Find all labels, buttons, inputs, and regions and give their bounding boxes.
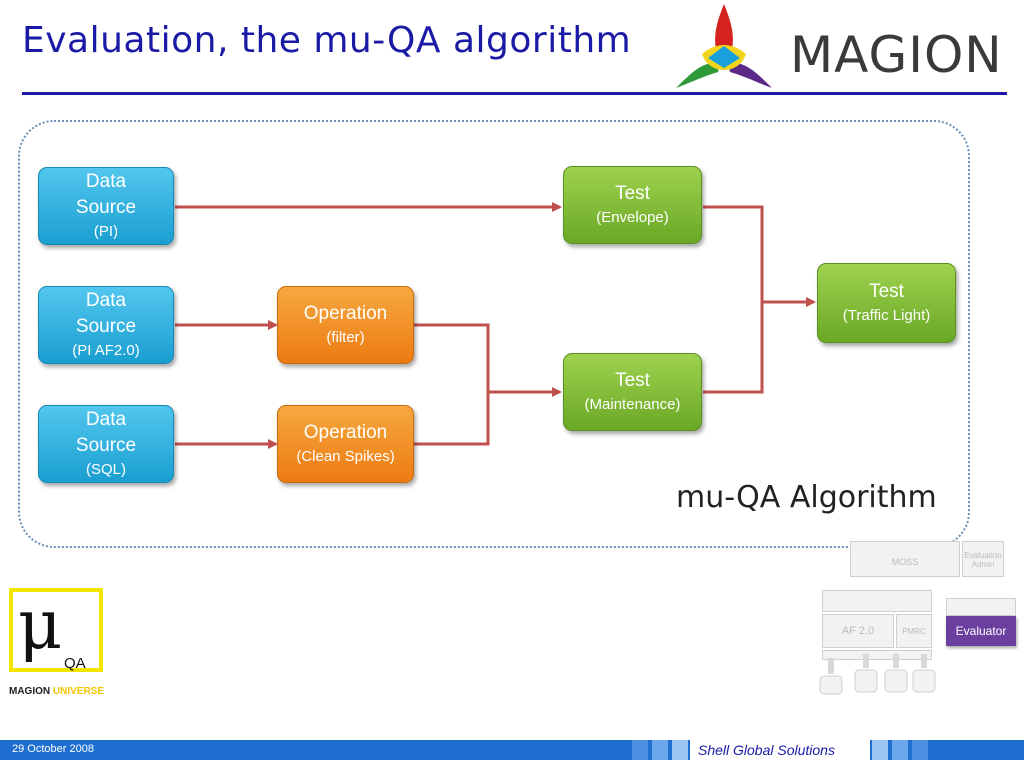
footer-square bbox=[892, 740, 908, 760]
mu-glyph: μ bbox=[18, 586, 63, 665]
test-traffic-light: Test (Traffic Light) bbox=[817, 263, 956, 343]
arch-connector-layer bbox=[822, 650, 932, 660]
footer-square bbox=[872, 740, 888, 760]
mu-qa-text: QA bbox=[64, 655, 86, 672]
arch-pmrc-layer: PMRC bbox=[896, 614, 932, 648]
footer-company-area bbox=[690, 740, 870, 760]
connector-envelope-traffic bbox=[703, 205, 816, 307]
page-title: Evaluation, the mu-QA algorithm bbox=[22, 20, 632, 61]
connector-spikes-maintenance bbox=[414, 392, 490, 446]
test-envelope: Test (Envelope) bbox=[563, 166, 702, 244]
data-source-sql: Data Source (SQL) bbox=[38, 405, 174, 483]
arch-af-layer: AF 2.0 bbox=[822, 614, 894, 648]
arch-web-services bbox=[946, 598, 1016, 616]
title-divider bbox=[22, 92, 1007, 95]
brand-name: MAGION bbox=[790, 26, 1003, 84]
arch-evaluation-admin: Evaluation Admin bbox=[962, 541, 1004, 577]
mu-brand-text: MAGION UNIVERSE bbox=[9, 686, 105, 697]
arch-database-icons bbox=[819, 654, 936, 695]
footer-square bbox=[912, 740, 928, 760]
connector-filter-maintenance bbox=[414, 323, 562, 397]
footer-bar bbox=[0, 740, 1024, 760]
operation-filter: Operation (filter) bbox=[277, 286, 414, 364]
connector-maintenance-traffic bbox=[703, 302, 764, 394]
mu-qa-logo bbox=[9, 588, 103, 672]
footer-square bbox=[652, 740, 668, 760]
footer-square bbox=[672, 740, 688, 760]
footer-square bbox=[632, 740, 648, 760]
data-source-pi: Data Source (PI) bbox=[38, 167, 174, 245]
arch-services-layer bbox=[822, 590, 932, 612]
magion-logo-icon bbox=[676, 4, 772, 88]
test-maintenance: Test (Maintenance) bbox=[563, 353, 702, 431]
evaluator-box: Evaluator bbox=[946, 616, 1016, 646]
footer-company: Shell Global Solutions bbox=[698, 742, 835, 758]
footer-date: 29 October 2008 bbox=[12, 743, 94, 755]
operation-clean-spikes: Operation (Clean Spikes) bbox=[277, 405, 414, 483]
diagram-label: mu-QA Algorithm bbox=[676, 480, 937, 515]
arch-moss-layer: MOSS bbox=[850, 541, 960, 577]
diagram-frame bbox=[18, 120, 970, 548]
data-source-pi-af: Data Source (PI AF2.0) bbox=[38, 286, 174, 364]
